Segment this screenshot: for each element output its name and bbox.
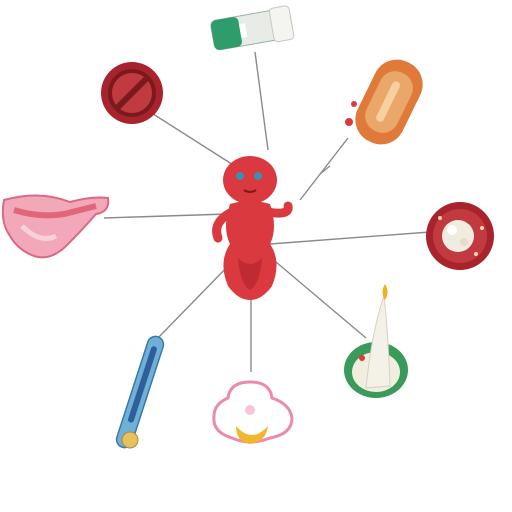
candle-bowl-icon xyxy=(344,284,408,398)
thermometer-icon xyxy=(115,335,165,449)
connector-candle xyxy=(275,261,367,339)
uterus-icon xyxy=(1,194,110,259)
pink-organ-icon xyxy=(212,380,294,444)
connector-cell xyxy=(269,231,431,245)
connector-tube xyxy=(254,51,269,151)
connector-thermometer xyxy=(155,261,233,341)
connector-uterus xyxy=(103,213,229,219)
prohibition-sign-icon xyxy=(101,62,163,124)
connector-lines xyxy=(103,51,431,372)
connector-label-upper-right xyxy=(319,165,331,175)
blood-cell-icon xyxy=(426,202,494,270)
connector-no-sign xyxy=(149,111,239,169)
connector-capsule xyxy=(299,137,349,201)
test-tube-icon xyxy=(210,5,295,51)
capsule-icon xyxy=(345,59,423,145)
red-humanoid-figure-icon xyxy=(212,156,293,300)
